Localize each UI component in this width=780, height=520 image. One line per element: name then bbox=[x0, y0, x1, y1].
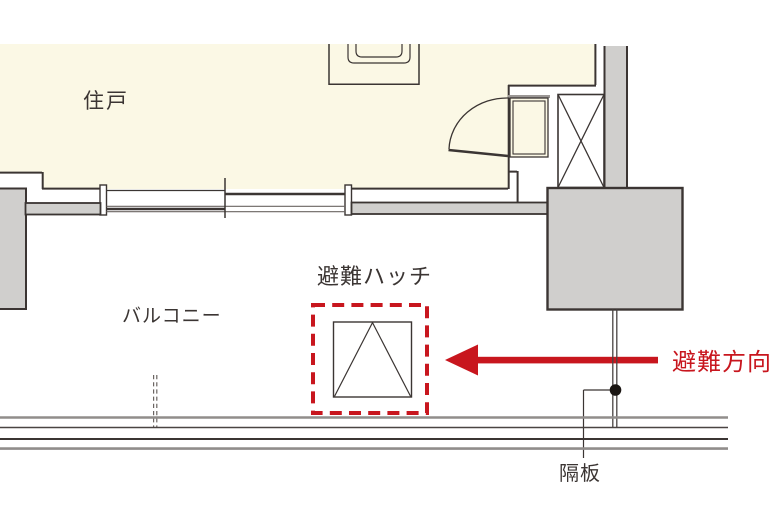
room-fill bbox=[0, 44, 595, 189]
wall-strip-edges bbox=[603, 46, 628, 189]
unit-label: 住戸 bbox=[83, 89, 129, 113]
bathtub-outer bbox=[328, 44, 420, 86]
hatch-dashed-outline bbox=[311, 303, 429, 415]
door-frame-inner bbox=[512, 100, 546, 155]
partition-label: 隔板 bbox=[559, 463, 601, 485]
hatch-triangle bbox=[333, 322, 412, 397]
door-swing-arc bbox=[448, 97, 510, 150]
wall-bar-right bbox=[350, 201, 549, 215]
balcony-dashed-stub bbox=[153, 375, 158, 428]
door-frame bbox=[509, 97, 549, 158]
bathtub-basin bbox=[355, 44, 403, 58]
hatch-label: 避難ハッチ bbox=[317, 264, 433, 289]
bathtub-rim bbox=[347, 44, 411, 64]
window-jamb-right bbox=[344, 184, 353, 216]
wall-bar-left bbox=[24, 202, 102, 216]
partition-leader-line bbox=[582, 389, 610, 458]
column-block bbox=[546, 186, 684, 311]
direction-label: 避難方向 bbox=[672, 350, 772, 376]
door-leaf bbox=[448, 148, 509, 158]
hatch-square bbox=[332, 321, 413, 398]
room-wall-lines bbox=[0, 44, 597, 203]
direction-arrow-shaft bbox=[474, 356, 658, 364]
wall-block-left bbox=[0, 187, 27, 310]
direction-arrow-head bbox=[445, 344, 478, 376]
shaft-x-diagonals bbox=[557, 94, 605, 188]
window-jamb-left bbox=[99, 184, 108, 216]
wall-strip-fill bbox=[604, 46, 627, 189]
partition-dot bbox=[609, 384, 622, 396]
partition-double-line bbox=[612, 309, 618, 428]
balcony-label: バルコニー bbox=[122, 306, 222, 327]
